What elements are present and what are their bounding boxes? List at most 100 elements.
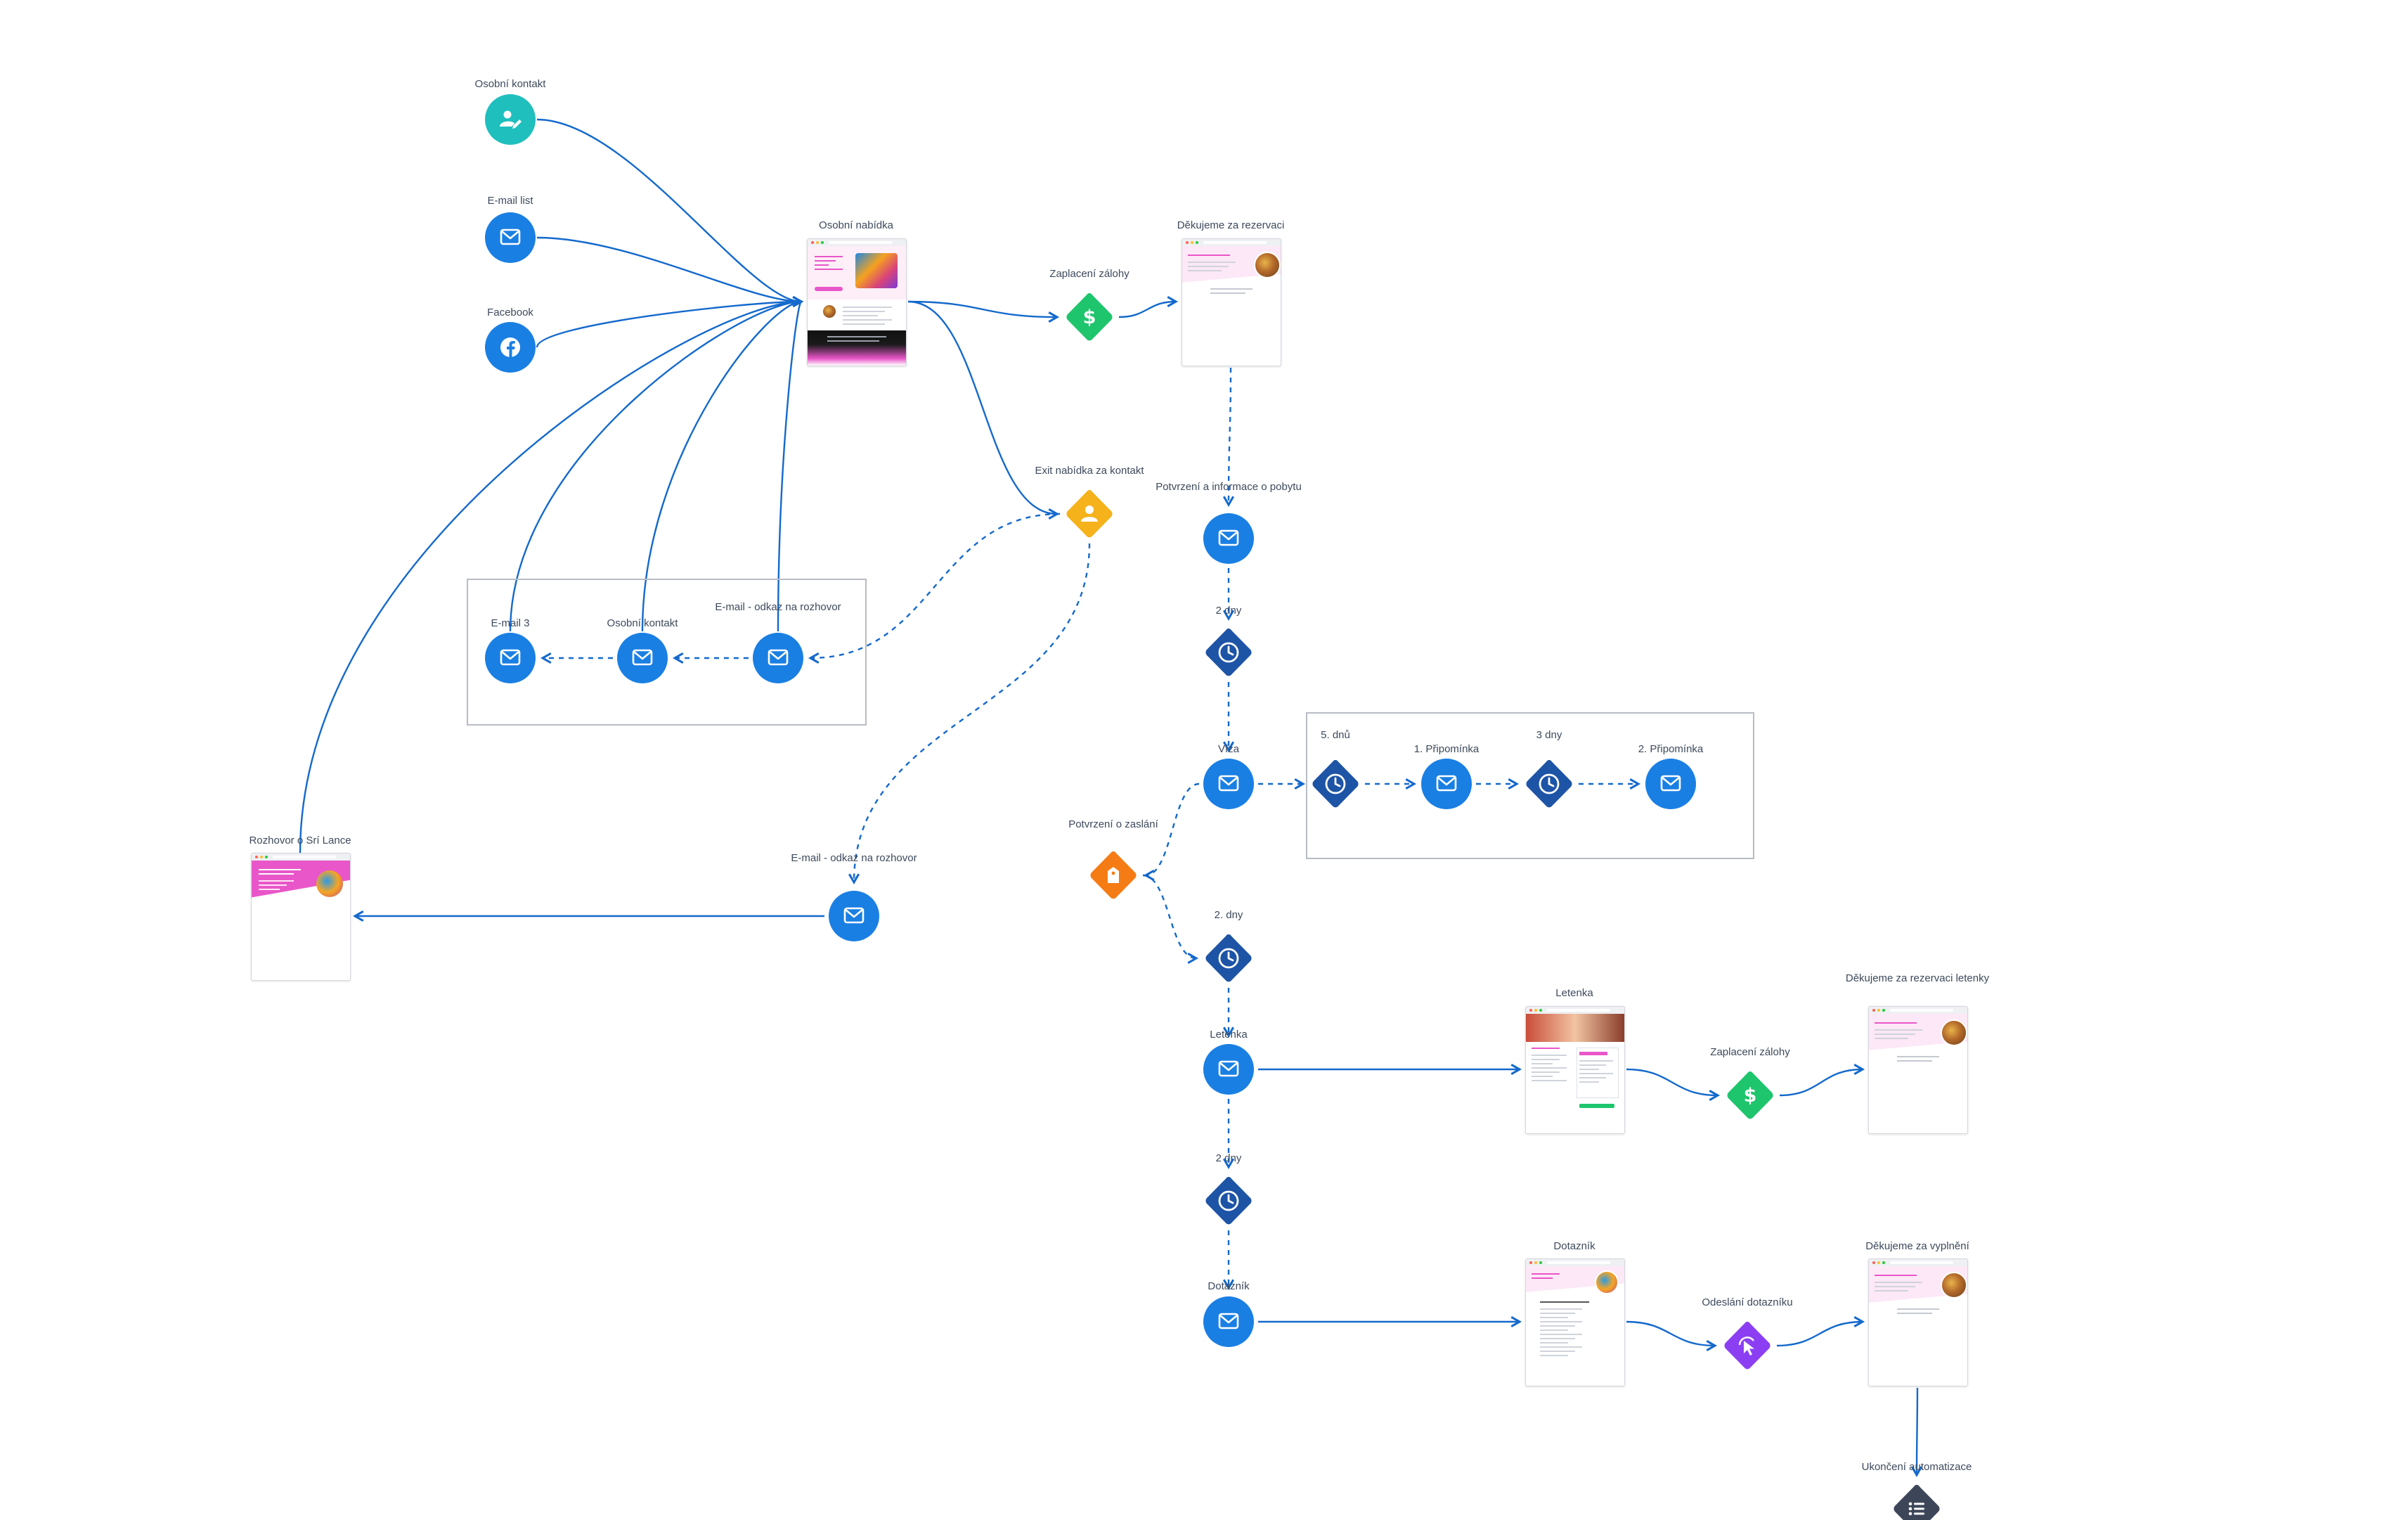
svg-text:$: $ [1083,307,1096,328]
envelope-icon [632,649,653,666]
edge-osobni-kontakt-source-to-osobni-nabidka [536,118,804,307]
edge-odeslani-dotazniku-to-dekujeme-vyplneni [1776,1315,1865,1347]
zaplaceni-zalohy-1-node[interactable]: $ [1064,292,1115,342]
wait-2-dny-a-label: 2 dny [1215,605,1242,617]
dollar-icon: $ [1083,307,1096,328]
osobni-kontakt-email-label: Osobní kontakt [607,617,678,629]
wait-3-dny-label: 3 dny [1536,729,1562,741]
odeslani-dotazniku-label: Odeslání dotazníku [1702,1296,1793,1308]
letenka-email-label: Letenka [1210,1029,1248,1041]
zaplaceni-zalohy-2-node[interactable]: $ [1725,1070,1775,1121]
dollar-icon: $ [1744,1085,1757,1107]
zaplaceni-zalohy-1-label: Zaplacení zálohy [1049,268,1129,280]
email-3-label: E-mail 3 [491,617,530,629]
rozhovor-sri-lanka-label: Rozhovor o Srí Lance [249,835,351,846]
email-sequence-group [467,579,867,726]
edge-osobni-kontakt-email-to-osobni-nabidka [641,296,804,632]
facebook-label: Facebook [487,307,533,318]
wait-3-dny-node[interactable] [1524,759,1574,809]
envelope-icon [1660,775,1681,792]
edge-email-odkaz-1-to-osobni-nabidka [777,296,804,632]
facebook-node[interactable] [485,322,536,373]
envelope-icon [500,649,521,666]
dotaznik-page-label: Dotazník [1553,1240,1595,1252]
clock-icon [1325,773,1346,794]
rozhovor-sri-lanka-page-thumbnail[interactable] [251,853,351,981]
dekujeme-vyplneni-page-thumbnail[interactable] [1868,1258,1968,1386]
dekujeme-letenky-label: Děkujeme za rezervaci letenky [1845,972,1990,984]
person-pen-icon [500,110,522,129]
edge-potvrzeni-zaslani-to-wait-2-dny-b [1142,874,1199,964]
wait-2-dny-c-node[interactable] [1203,1176,1254,1226]
pripominka-2-node[interactable] [1645,759,1696,809]
envelope-icon [1218,1313,1239,1329]
edge-exit-nabidka-to-email-odkaz-2 [848,543,1091,885]
dotaznik-page-page-thumbnail[interactable] [1525,1258,1625,1386]
envelope-icon [843,907,865,924]
cursor-click-icon [1738,1337,1754,1355]
edge-email-3-to-osobni-nabidka [509,295,804,632]
email-list-node[interactable] [485,212,536,263]
clock-icon [1218,642,1239,663]
tag-icon [1108,867,1119,883]
edge-osobni-nabidka-to-exit-nabidka [907,300,1060,520]
odeslani-dotazniku-node[interactable] [1722,1320,1773,1371]
pripominka-1-label: 1. Připomínka [1413,743,1480,755]
exit-nabidka-label: Exit nabídka za kontakt [1035,465,1144,477]
pripominka-2-label: 2. Připomínka [1638,743,1704,755]
potvrzeni-zaslani-label: Potvrzení o zaslání [1068,818,1158,830]
reminder-sequence-group [1306,712,1754,859]
person-icon [1081,505,1098,522]
osobni-nabidka-label: Osobní nabídka [819,219,893,231]
dekujeme-rezervaci-page-thumbnail[interactable] [1182,238,1281,366]
email-odkaz-2-label: E-mail - odkaz na rozhovor [791,852,917,864]
envelope-icon [1218,1060,1239,1077]
exit-nabidka-node[interactable] [1064,489,1115,539]
edge-paths [299,118,1923,1478]
osobni-kontakt-source-node[interactable] [485,94,536,145]
wait-2-dny-b-node[interactable] [1203,933,1254,984]
envelope-icon [1218,529,1239,546]
edge-osobni-nabidka-to-zaplaceni-zalohy-1 [907,300,1060,323]
potvrzeni-informace-label: Potvrzení a informace o pobytu [1156,481,1302,493]
edge-email-list-to-osobni-nabidka [536,236,804,308]
email-odkaz-1-node[interactable] [753,633,803,683]
dotaznik-email-label: Dotazník [1208,1280,1250,1292]
edge-viza-to-potvrzeni-zaslani [1143,782,1200,881]
edge-exit-nabidka-to-email-odkaz-1 [808,513,1061,664]
letenka-email-node[interactable] [1203,1044,1254,1095]
letenka-page-page-thumbnail[interactable] [1525,1006,1625,1134]
email-odkaz-2-node[interactable] [829,891,879,941]
envelope-icon [768,649,789,666]
potvrzeni-informace-node[interactable] [1203,513,1254,564]
wait-2-dny-a-node[interactable] [1203,627,1254,678]
email-list-label: E-mail list [487,195,533,207]
viza-node[interactable] [1203,759,1254,809]
diamond-shape [1894,1485,1940,1520]
edge-zaplaceni-zalohy-1-to-dekujeme-rezervaci [1118,295,1179,318]
svg-text:$: $ [1744,1085,1757,1107]
wait-5-dnu-node[interactable] [1310,759,1361,809]
envelope-icon [500,228,521,245]
edge-zaplaceni-zalohy-2-to-dekujeme-letenky [1779,1063,1865,1097]
potvrzeni-zaslani-node[interactable] [1088,850,1139,901]
pripominka-1-node[interactable] [1421,759,1472,809]
facebook-icon [500,337,520,357]
email-3-node[interactable] [485,633,536,683]
clock-icon [1218,1190,1239,1211]
dekujeme-letenky-page-thumbnail[interactable] [1868,1006,1968,1134]
dotaznik-email-node[interactable] [1203,1296,1254,1347]
dekujeme-rezervaci-label: Děkujeme za rezervaci [1177,219,1285,231]
wait-5-dnu-label: 5. dnů [1321,729,1350,741]
clock-icon [1218,948,1239,969]
list-icon [1908,1502,1924,1516]
osobni-kontakt-email-node[interactable] [617,633,668,683]
ukonceni-node[interactable] [1891,1483,1942,1520]
wait-2-dny-b-label: 2. dny [1214,909,1243,921]
osobni-nabidka-page-thumbnail[interactable] [807,238,907,366]
viza-label: Víza [1217,743,1239,755]
envelope-icon [1436,775,1457,792]
envelope-icon [1218,775,1239,792]
